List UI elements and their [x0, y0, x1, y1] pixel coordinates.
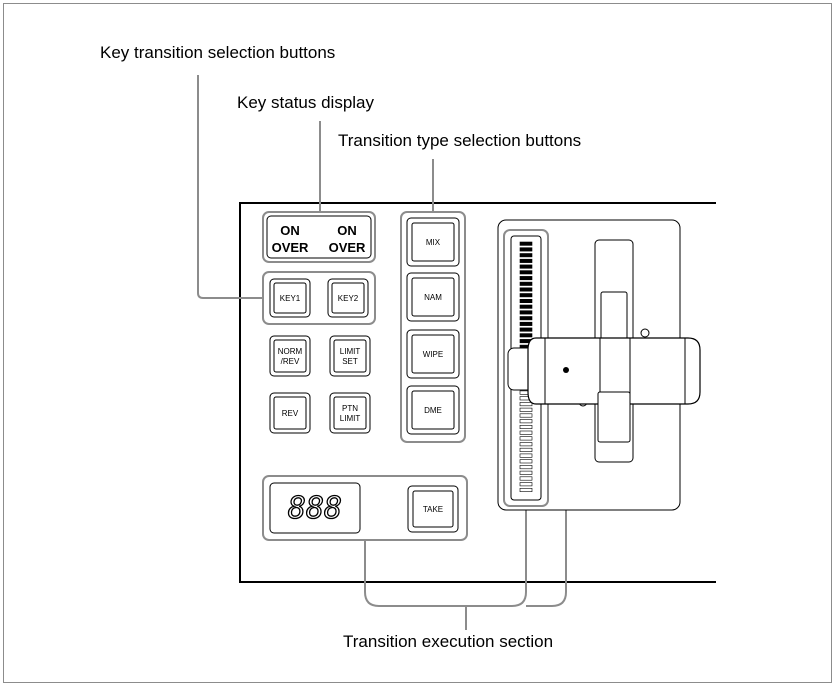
- fader-top-indicator: [640, 328, 650, 338]
- wipe-label: WIPE: [423, 350, 443, 359]
- norm-rev-button[interactable]: NORM /REV: [269, 335, 311, 377]
- ptn-limit-button[interactable]: PTN LIMIT: [329, 392, 371, 434]
- led-segment: [519, 304, 533, 309]
- wipe-button[interactable]: WIPE: [406, 329, 460, 379]
- nam-button[interactable]: NAM: [406, 272, 460, 322]
- led-segment: [519, 247, 533, 252]
- led-segment: [519, 316, 533, 321]
- led-segment: [519, 413, 533, 418]
- led-segment: [519, 436, 533, 441]
- fader-slot-lower: [597, 391, 631, 443]
- transition-type-group: [400, 211, 466, 443]
- key1-label: KEY1: [280, 294, 301, 303]
- take-label: TAKE: [423, 505, 443, 514]
- figure-frame: [3, 3, 832, 683]
- transition-time-digits: 888: [288, 491, 342, 526]
- key1-status-on: ON: [280, 223, 300, 238]
- leader-lines: [197, 75, 567, 630]
- led-segment: [519, 465, 533, 470]
- led-segment: [519, 270, 533, 275]
- fader-lever-marker: [563, 367, 569, 373]
- led-segment: [519, 310, 533, 315]
- leader-execution-left: [364, 510, 527, 607]
- led-segment: [519, 402, 533, 407]
- led-segment: [519, 327, 533, 332]
- rev-label: REV: [282, 409, 299, 418]
- leader-execution-right: [526, 370, 567, 607]
- led-segment: [519, 442, 533, 447]
- led-segment: [519, 276, 533, 281]
- limit-set-label-line1: LIMIT: [340, 347, 361, 356]
- led-segment: [519, 424, 533, 429]
- led-segment: [519, 447, 533, 452]
- rev-button[interactable]: REV: [269, 392, 311, 434]
- key2-label: KEY2: [338, 294, 359, 303]
- norm-rev-label-line2: /REV: [281, 357, 300, 366]
- led-segment: [519, 453, 533, 458]
- dme-label: DME: [424, 406, 442, 415]
- led-segment: [519, 407, 533, 412]
- led-segment: [519, 253, 533, 258]
- led-segment: [519, 333, 533, 338]
- ptn-limit-label-line1: PTN: [342, 404, 358, 413]
- norm-rev-label-line1: NORM: [278, 347, 303, 356]
- led-segment: [519, 281, 533, 286]
- led-segment: [519, 487, 533, 492]
- led-segment: [519, 298, 533, 303]
- led-segment: [519, 470, 533, 475]
- led-segment: [519, 459, 533, 464]
- panel-outline: [239, 202, 716, 583]
- key2-status-over: OVER: [329, 240, 366, 255]
- mix-label: MIX: [426, 238, 441, 247]
- callout-key-transition-label: Key transition selection buttons: [100, 43, 335, 62]
- led-segment: [519, 482, 533, 487]
- callout-execution-label: Transition execution section: [343, 632, 553, 651]
- led-segment: [519, 293, 533, 298]
- led-segment: [519, 241, 533, 246]
- callout-key-status-label: Key status display: [237, 93, 375, 112]
- led-segment: [519, 419, 533, 424]
- take-button[interactable]: TAKE: [407, 485, 459, 533]
- led-segment: [519, 287, 533, 292]
- led-segment: [519, 430, 533, 435]
- transition-time-display: [269, 482, 361, 534]
- limit-set-button[interactable]: LIMIT SET: [329, 335, 371, 377]
- ptn-limit-label-line2: LIMIT: [340, 414, 361, 423]
- key2-button[interactable]: KEY2: [327, 278, 369, 318]
- led-segment: [519, 476, 533, 481]
- fader-lever[interactable]: [507, 337, 701, 405]
- led-segment: [519, 264, 533, 269]
- limit-set-label-line2: SET: [342, 357, 358, 366]
- key1-button[interactable]: KEY1: [269, 278, 311, 318]
- mix-button[interactable]: MIX: [406, 217, 460, 267]
- led-segment: [519, 321, 533, 326]
- key2-status-on: ON: [337, 223, 357, 238]
- callout-transition-type-label: Transition type selection buttons: [338, 131, 581, 150]
- key-status-display: [266, 215, 372, 259]
- dme-button[interactable]: DME: [406, 385, 460, 435]
- nam-label: NAM: [424, 293, 442, 302]
- led-segment: [519, 258, 533, 263]
- leader-key-transition: [197, 75, 265, 299]
- key1-status-over: OVER: [272, 240, 309, 255]
